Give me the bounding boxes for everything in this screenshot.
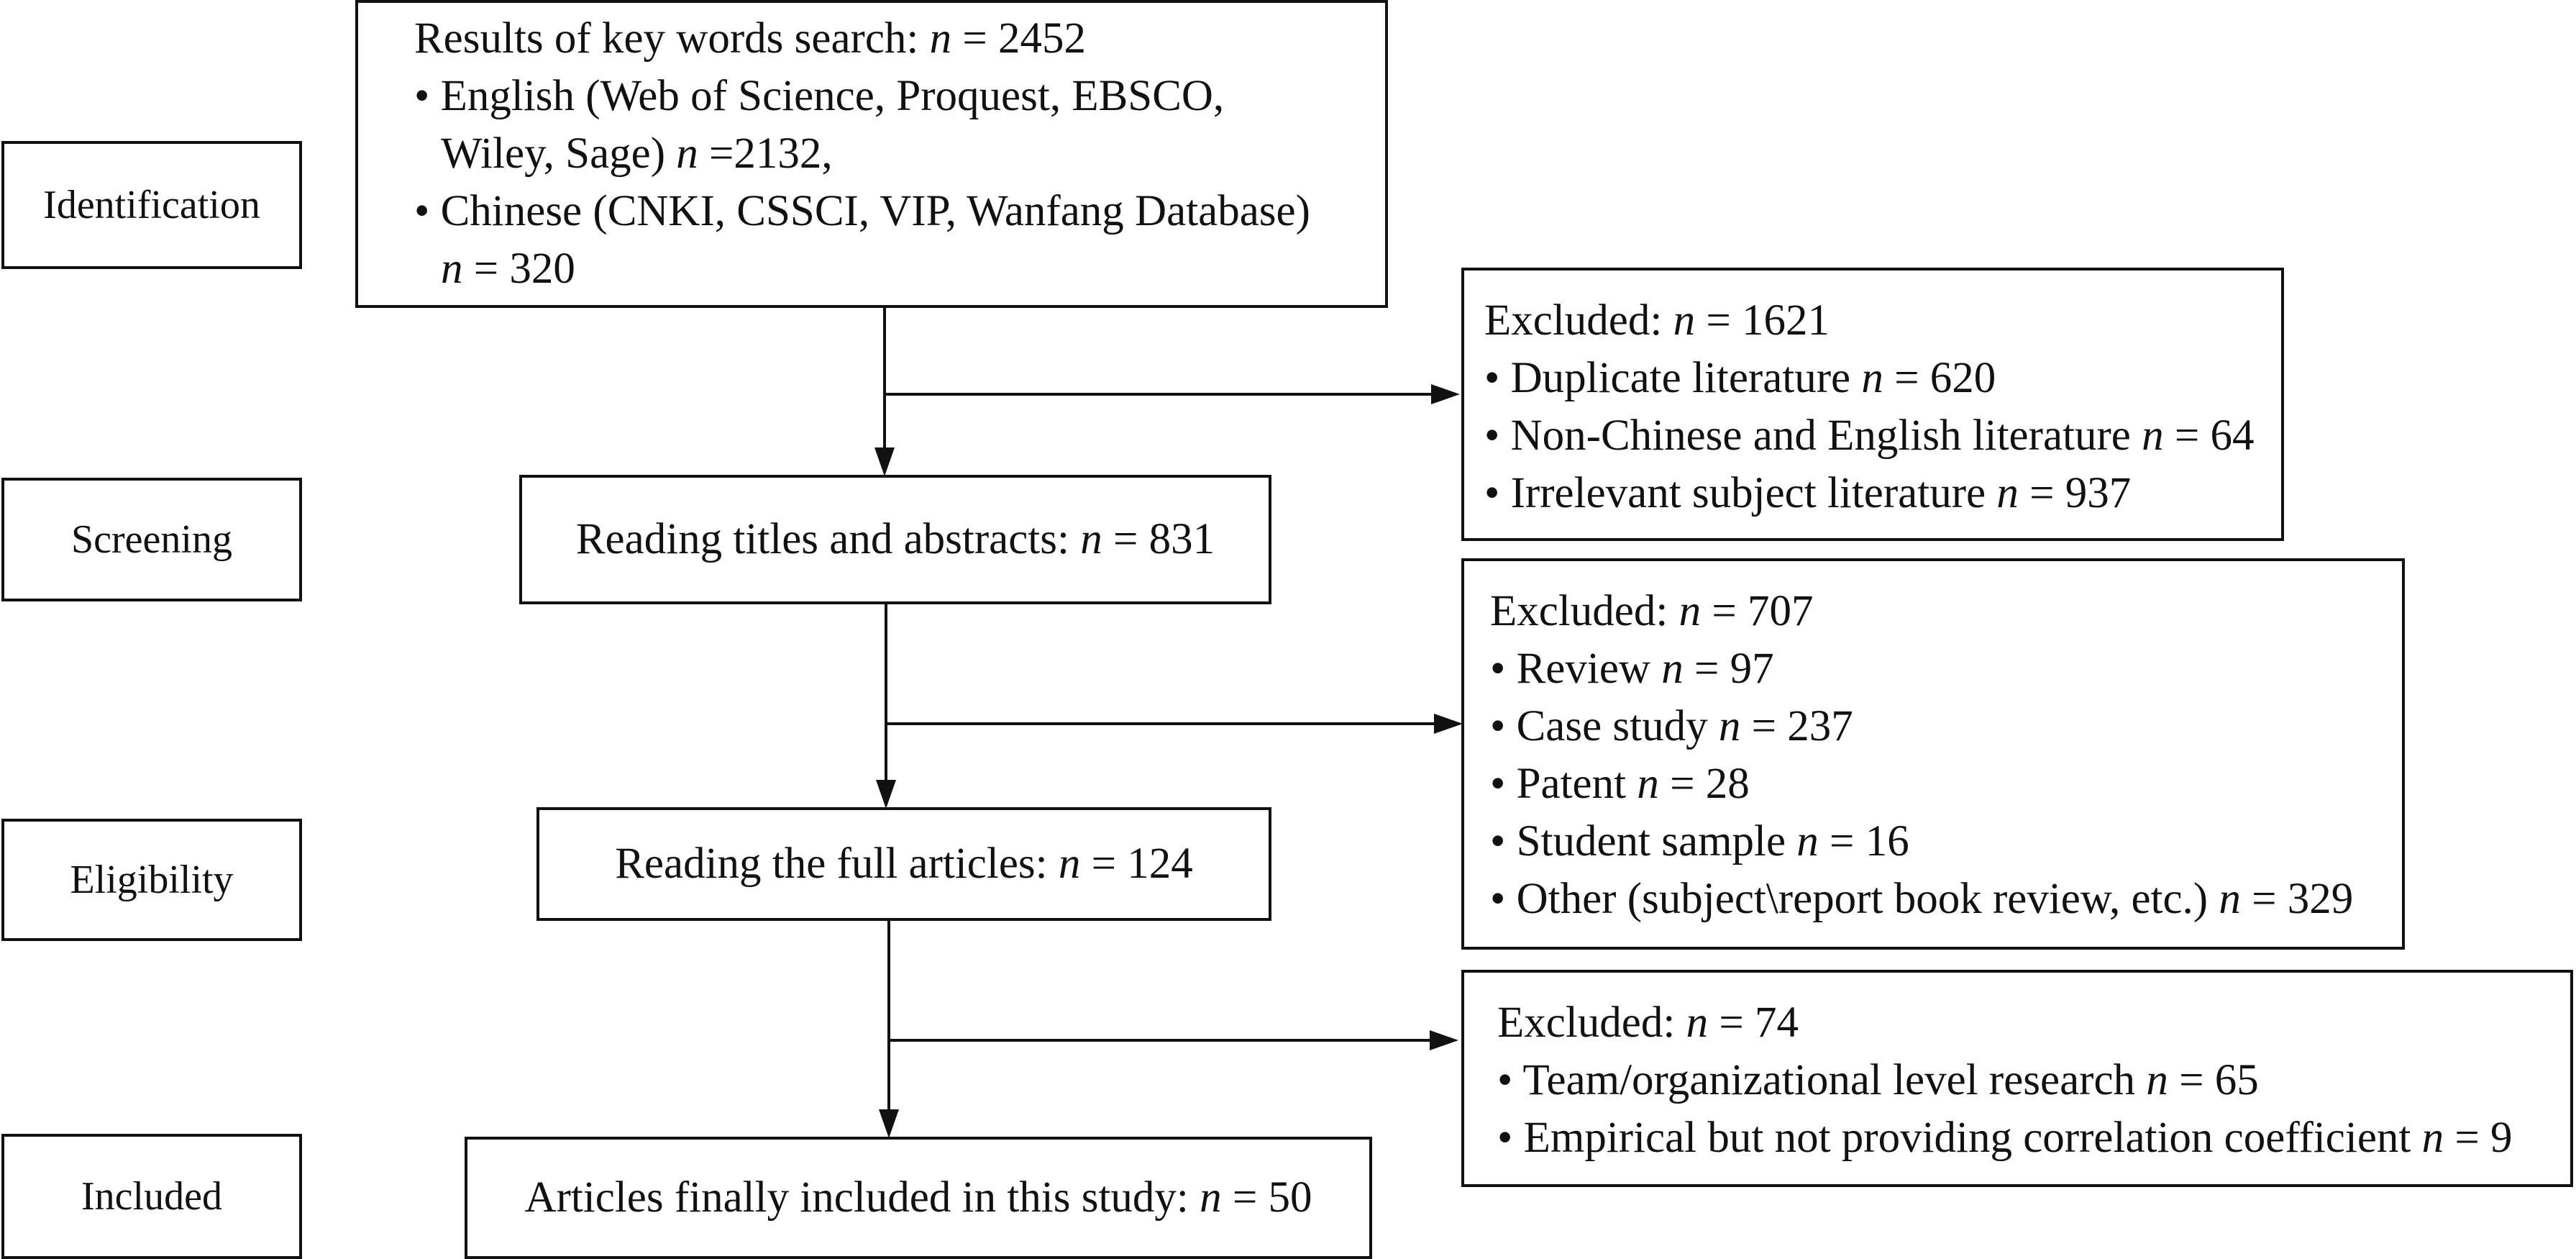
arrowhead-down-2 xyxy=(876,780,896,809)
excluded-box-3: Excluded: n = 74 • Team/organizational l… xyxy=(1461,970,2573,1187)
stage-screening-label: Screening xyxy=(71,517,232,562)
stage-identification: Identification xyxy=(1,141,302,269)
excluded-1-item: • Non-Chinese and English literature n =… xyxy=(1484,412,2255,460)
search-results-box: Results of key words search: n = 2452 • … xyxy=(355,0,1388,308)
excluded-3-item: • Empirical but not providing correlatio… xyxy=(1497,1114,2513,1162)
excluded-box-2: Excluded: n = 707 • Review n = 97 • Case… xyxy=(1461,558,2405,950)
included-box: Articles finally included in this study:… xyxy=(465,1137,1372,1259)
stage-identification-label: Identification xyxy=(43,183,260,227)
search-results-chinese: • Chinese (CNKI, CSSCI, VIP, Wanfang Dat… xyxy=(414,187,1310,235)
excluded-1-item: • Irrelevant subject literature n = 937 xyxy=(1484,469,2132,517)
excluded-2-item: • Case study n = 237 xyxy=(1490,702,1853,750)
arrowhead-right-2 xyxy=(1434,714,1463,734)
arrowhead-down-1 xyxy=(874,447,895,476)
stage-included: Included xyxy=(1,1134,302,1259)
stage-screening: Screening xyxy=(1,478,302,601)
stage-included-label: Included xyxy=(81,1174,222,1219)
excluded-2-item: • Other (subject\report book review, etc… xyxy=(1490,875,2354,923)
stage-eligibility: Eligibility xyxy=(1,819,302,941)
included-box-text: Articles finally included in this study:… xyxy=(524,1173,1312,1222)
excluded-2-item: • Review n = 97 xyxy=(1490,645,1774,693)
arrowhead-right-3 xyxy=(1430,1030,1458,1050)
excluded-2-total: Excluded: n = 707 xyxy=(1490,587,1814,635)
search-results-english: • English (Web of Science, Proquest, EBS… xyxy=(414,72,1225,120)
excluded-box-1: Excluded: n = 1621 • Duplicate literatur… xyxy=(1461,268,2284,541)
arrowhead-down-3 xyxy=(879,1109,899,1138)
eligibility-box: Reading the full articles: n = 124 xyxy=(536,807,1271,921)
excluded-2-item: • Student sample n = 16 xyxy=(1490,817,1909,865)
screening-box: Reading titles and abstracts: n = 831 xyxy=(519,475,1271,604)
excluded-2-item: • Patent n = 28 xyxy=(1490,760,1750,808)
search-results-chinese-count: n = 320 xyxy=(441,245,575,293)
search-results-english-cont: Wiley, Sage) n =2132, xyxy=(441,129,833,178)
screening-box-text: Reading titles and abstracts: n = 831 xyxy=(575,515,1215,563)
arrowhead-right-1 xyxy=(1431,384,1460,404)
excluded-3-item: • Team/organizational level research n =… xyxy=(1497,1056,2259,1104)
eligibility-box-text: Reading the full articles: n = 124 xyxy=(615,840,1193,888)
search-results-total: Results of key words search: n = 2452 xyxy=(414,14,1087,63)
excluded-3-total: Excluded: n = 74 xyxy=(1497,999,1799,1047)
stage-eligibility-label: Eligibility xyxy=(70,858,234,902)
excluded-1-item: • Duplicate literature n = 620 xyxy=(1484,354,1996,402)
excluded-1-total: Excluded: n = 1621 xyxy=(1484,296,1830,345)
